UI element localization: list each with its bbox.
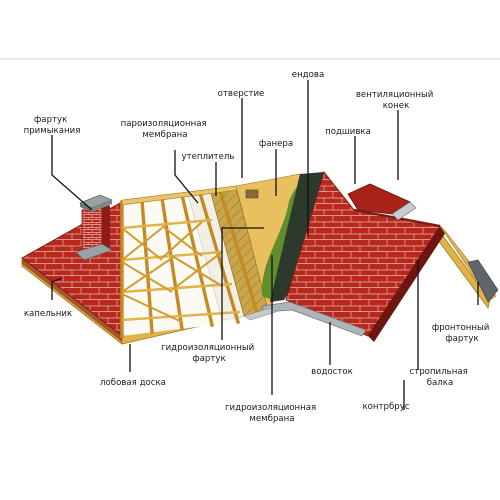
- label-vodostok: водосток: [311, 367, 353, 377]
- soffit: [368, 226, 446, 342]
- hydro-apron: [243, 307, 277, 321]
- label-endova: ендова: [292, 70, 324, 80]
- label-paroizol-membrana: пароизоляционная мембрана: [121, 119, 210, 140]
- label-uteplitel: утеплитель: [182, 152, 235, 162]
- label-gidroizol-fartuk: гидроизоляционный фартук: [161, 343, 257, 364]
- vent-ridge-metal: [391, 201, 417, 221]
- label-stropilnaya-balka: стропильная балка: [410, 367, 471, 388]
- label-gidroizol-membrana: гидроизоляционная мембрана: [225, 403, 319, 424]
- labels: фартук примыкания пароизоляционная мембр…: [24, 70, 492, 424]
- label-fanera: фанера: [259, 139, 293, 149]
- left-tile-edge: [22, 258, 122, 342]
- chimney: [75, 194, 113, 261]
- label-frontonny-fartuk: фронтонный фартук: [432, 323, 492, 344]
- label-ventil-konek: вентиляционный конек: [356, 90, 436, 111]
- label-otverstie: отверстие: [218, 89, 265, 99]
- label-fartuk-primykaniya: фартук примыкания: [24, 115, 81, 136]
- label-kapelnik: капельник: [24, 309, 72, 319]
- vent-hole: [245, 189, 259, 199]
- valley: [270, 172, 324, 302]
- braces: [121, 221, 223, 323]
- rafters: [120, 187, 261, 338]
- label-podshivka: подшивка: [325, 127, 371, 137]
- leader-lines: [51, 80, 479, 410]
- gable-flashing: [467, 259, 499, 303]
- label-kontrbrus: контрбрус: [362, 402, 409, 412]
- label-lobovaya-doska: лобовая доска: [100, 378, 166, 388]
